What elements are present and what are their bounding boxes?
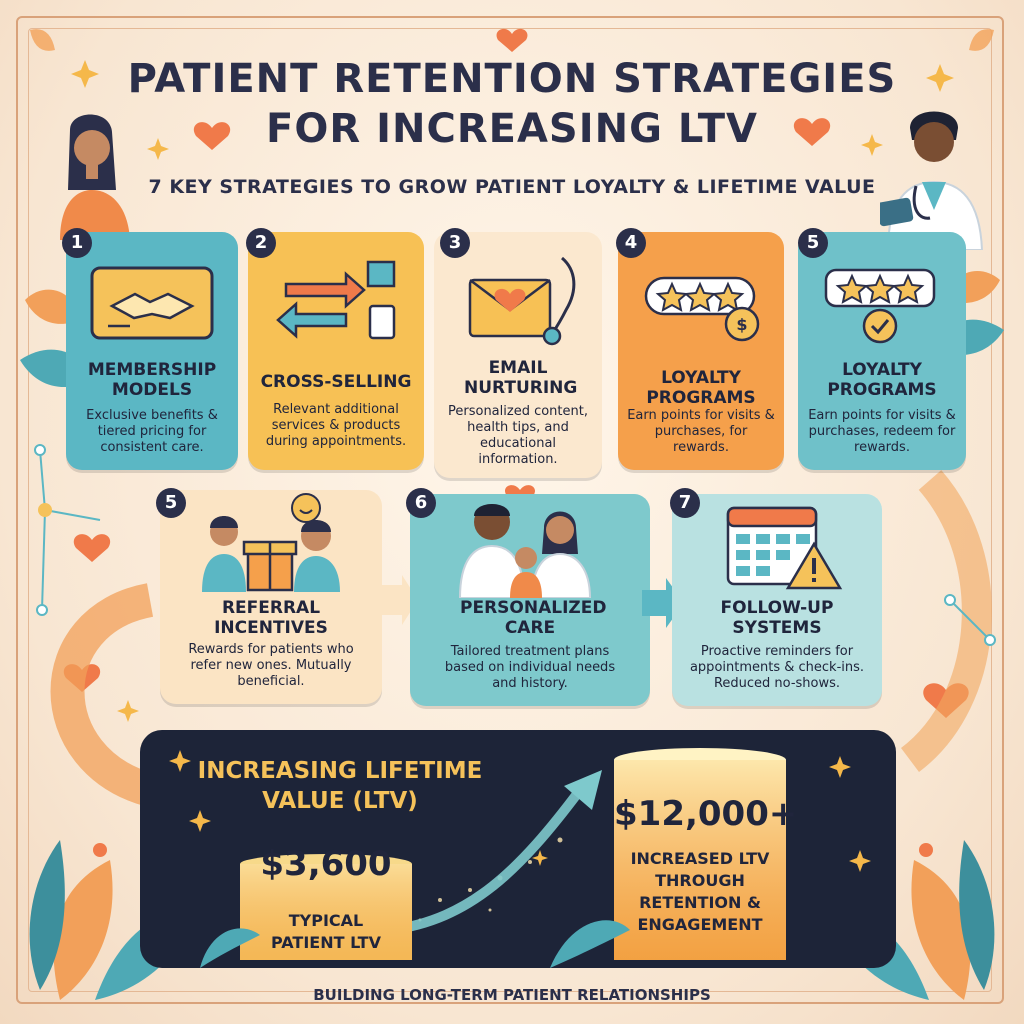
step-number-badge: 6	[406, 488, 436, 518]
ltv-heading: INCREASING LIFETIME VALUE (LTV)	[197, 758, 483, 814]
card-description: Relevant additional services & products …	[265, 402, 407, 449]
strategy-card-email-nurturing: EMAIL NURTURING Personalized content, he…	[434, 232, 602, 478]
page-title-line-2: FOR INCREASING LTV	[266, 106, 758, 152]
card-title: CROSS-SELLING	[260, 372, 412, 392]
gift-people-icon	[202, 493, 340, 592]
strategy-card-membership: MEMBERSHIP MODELS Exclusive benefits & t…	[66, 232, 238, 470]
handshake-icon	[90, 266, 214, 340]
step-number-badge: 1	[62, 228, 92, 258]
card-description: Earn points for visits & purchases, rede…	[808, 408, 956, 455]
strategy-card-follow-up: FOLLOW-UP SYSTEMS Proactive reminders fo…	[672, 494, 882, 706]
exchange-arrows-icon	[276, 260, 396, 340]
ltv-growth-graphic	[169, 748, 871, 968]
typical-ltv-value: $3,600	[260, 844, 392, 884]
card-description: Exclusive benefits & tiered pricing for …	[86, 408, 218, 455]
card-title: MEMBERSHIP MODELS	[87, 360, 217, 400]
step-number-badge: 2	[246, 228, 276, 258]
typical-ltv-label: TYPICAL PATIENT LTV	[271, 911, 381, 952]
page-title-line-1: PATIENT RETENTION STRATEGIES	[127, 56, 897, 102]
strategy-card-loyalty-1: $ LOYALTY PROGRAMS Earn points for visit…	[618, 232, 784, 470]
strategy-card-referral: REFERRAL INCENTIVES Rewards for patients…	[160, 490, 382, 704]
step-number-badge: 4	[616, 228, 646, 258]
calendar-alert-icon	[726, 506, 843, 590]
patient-woman-illustration	[60, 114, 130, 240]
decorative-frame	[16, 16, 1004, 1004]
arrow-right-icon	[380, 575, 418, 625]
card-title: LOYALTY PROGRAMS	[646, 368, 756, 408]
card-title: FOLLOW-UP SYSTEMS	[720, 598, 834, 638]
strategy-card-cross-selling: CROSS-SELLING Relevant additional servic…	[248, 232, 424, 470]
stars-coin-icon: $	[644, 276, 760, 342]
increased-ltv-value: $12,000+	[614, 794, 798, 834]
step-number-badge: 3	[440, 228, 470, 258]
footer-tagline: BUILDING LONG-TERM PATIENT RELATIONSHIPS	[313, 986, 711, 1004]
stars-check-icon	[824, 268, 936, 344]
card-title: PERSONALIZED CARE	[460, 598, 607, 638]
card-description: Tailored treatment plans based on indivi…	[444, 644, 616, 691]
step-number-badge: 7	[670, 488, 700, 518]
card-description: Proactive reminders for appointments & c…	[689, 644, 865, 691]
increased-ltv-label: INCREASED LTV THROUGH RETENTION & ENGAGE…	[630, 849, 770, 934]
ltv-panel: INCREASING LIFETIME VALUE (LTV) $3,600 T…	[140, 730, 896, 968]
strategy-card-personalized-care: PERSONALIZED CARE Tailored treatment pla…	[410, 494, 650, 706]
strategy-card-loyalty-2: LOYALTY PROGRAMS Earn points for visits …	[798, 232, 966, 470]
page-subtitle: 7 KEY STRATEGIES TO GROW PATIENT LOYALTY…	[148, 176, 876, 198]
step-number-badge: 5	[156, 488, 186, 518]
card-description: Personalized content, health tips, and e…	[448, 404, 588, 467]
card-description: Earn points for visits & purchases, for …	[627, 408, 775, 455]
svg-text:$: $	[736, 315, 747, 334]
decorative-frame-inner	[28, 28, 992, 992]
card-description: Rewards for patients who refer new ones.…	[188, 642, 354, 689]
step-number-badge: 5	[798, 228, 828, 258]
card-title: EMAIL NURTURING	[464, 358, 578, 398]
care-team-icon	[458, 504, 592, 598]
card-title: LOYALTY PROGRAMS	[827, 360, 937, 400]
card-title: REFERRAL INCENTIVES	[214, 598, 328, 638]
envelope-heart-icon	[468, 256, 576, 346]
